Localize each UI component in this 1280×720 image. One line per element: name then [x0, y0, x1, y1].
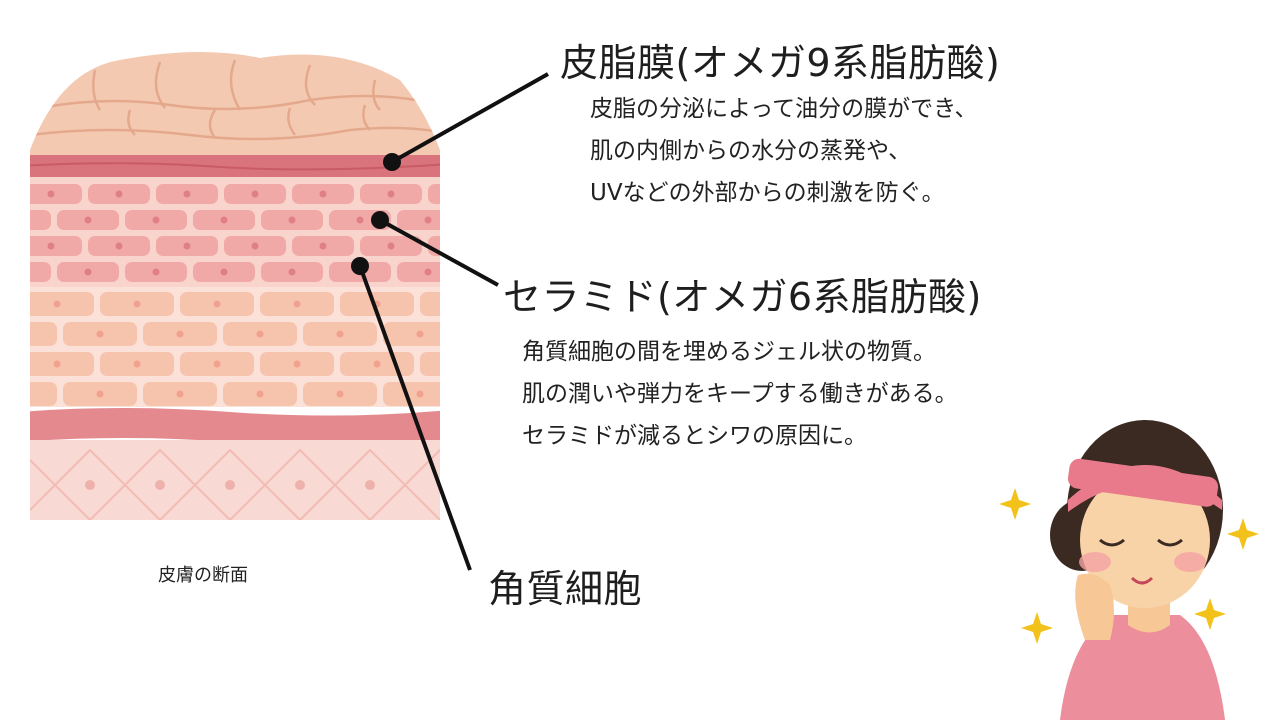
cell-nucleus — [319, 242, 327, 250]
cell-nucleus — [416, 390, 424, 398]
ceramide-description-line: 肌の潤いや弾力をキープする働きがある。 — [522, 381, 958, 407]
sparkle-icons — [999, 488, 1259, 644]
cell-nucleus — [176, 330, 184, 338]
cell — [420, 352, 440, 376]
leader-line-corneocyte — [358, 265, 472, 571]
ceramide-title: セラミド(オメガ6系脂肪酸) — [503, 275, 982, 319]
cell — [30, 382, 57, 406]
cell-nucleus — [220, 216, 228, 224]
cell-nucleus — [47, 190, 55, 198]
cell-nucleus — [454, 301, 461, 308]
skin-caption: 皮膚の断面 — [158, 565, 248, 586]
cell-nucleus — [319, 190, 327, 198]
cell-nucleus — [288, 216, 296, 224]
sebum-description-line: 肌の内側からの水分の蒸発や、 — [590, 138, 912, 164]
cell-nucleus — [47, 242, 55, 250]
cell-nucleus — [424, 268, 432, 276]
cell — [30, 210, 51, 230]
cell-nucleus — [115, 190, 123, 198]
leader-line-ceramide — [379, 218, 499, 287]
cell-nucleus — [17, 391, 24, 398]
cell-nucleus — [183, 242, 191, 250]
skin-layers — [17, 51, 463, 520]
dermis-pattern — [30, 448, 440, 520]
surface-lines — [30, 59, 440, 141]
cell-nucleus — [176, 390, 184, 398]
cell — [30, 262, 51, 282]
cell-nucleus — [183, 190, 191, 198]
cell-nucleus — [256, 330, 264, 338]
ceramide-description-line: セラミドが減るとシワの原因に。 — [522, 423, 867, 449]
left-eye — [1099, 538, 1125, 547]
cell-nucleus — [373, 360, 381, 368]
sebum-point-marker — [383, 153, 401, 171]
leader-lines — [358, 72, 549, 571]
cell-nucleus — [336, 390, 344, 398]
right-eye — [1157, 538, 1183, 547]
cell-nucleus — [416, 330, 424, 338]
cell-nucleus — [17, 331, 24, 338]
cell-nucleus — [96, 330, 104, 338]
cell-nucleus — [220, 268, 228, 276]
cell-nucleus — [424, 216, 432, 224]
sebum-description: 皮脂の分泌によって油分の膜ができ、 肌の内側からの水分の蒸発や、 UVなどの外部… — [590, 88, 978, 214]
cell-nucleus — [256, 390, 264, 398]
woman-illustration — [999, 420, 1259, 720]
cell-nucleus — [293, 360, 301, 368]
sebum-title: 皮脂膜(オメガ9系脂肪酸) — [560, 41, 1001, 85]
cell-nucleus — [293, 300, 301, 308]
cell-nucleus — [17, 269, 24, 276]
cell-nucleus — [336, 330, 344, 338]
leader-dots — [351, 153, 401, 275]
cell-nucleus — [213, 300, 221, 308]
cell-nucleus — [288, 268, 296, 276]
sebum-description-line: UVなどの外部からの刺激を防ぐ。 — [590, 180, 945, 206]
ceramide-description: 角質細胞の間を埋めるジェル状の物質。 肌の潤いや弾力をキープする働きがある。 セ… — [522, 331, 958, 457]
cell-nucleus — [251, 190, 259, 198]
sebum-description-line: 皮脂の分泌によって油分の膜ができ、 — [590, 96, 978, 122]
cell-nucleus — [84, 216, 92, 224]
cell-nucleus — [115, 242, 123, 250]
tank-top — [1060, 615, 1225, 720]
cell-nucleus — [456, 243, 463, 250]
dermis-dots — [85, 480, 375, 490]
cell-nucleus — [387, 242, 395, 250]
cell — [428, 184, 440, 204]
corneocyte-rows — [17, 184, 463, 282]
corneocyte-point-marker — [351, 257, 369, 275]
dermis — [30, 440, 440, 520]
cell-nucleus — [53, 300, 61, 308]
hand — [1075, 573, 1114, 640]
cell-nucleus — [454, 361, 461, 368]
dermis-band — [30, 408, 440, 446]
cell-nucleus — [53, 360, 61, 368]
cell-nucleus — [133, 360, 141, 368]
ceramide-description-line: 角質細胞の間を埋めるジェル状の物質。 — [522, 339, 936, 365]
cell-nucleus — [17, 217, 24, 224]
sebum-film-band — [30, 155, 440, 177]
cell-nucleus — [251, 242, 259, 250]
cell-nucleus — [96, 390, 104, 398]
ceramide-point-marker — [371, 211, 389, 229]
cell — [420, 292, 440, 316]
cell-nucleus — [387, 190, 395, 198]
cell-nucleus — [133, 300, 141, 308]
cell-nucleus — [152, 268, 160, 276]
cell-nucleus — [152, 216, 160, 224]
cell-nucleus — [456, 191, 463, 198]
cell-nucleus — [213, 360, 221, 368]
mouth — [1130, 576, 1154, 585]
cell-nucleus — [84, 268, 92, 276]
corneocyte-title: 角質細胞 — [488, 567, 643, 611]
cell — [30, 322, 57, 346]
epidermis-cell-rows — [17, 292, 461, 406]
face — [1080, 472, 1210, 608]
cell-nucleus — [356, 216, 364, 224]
leader-line-sebum — [391, 72, 549, 164]
